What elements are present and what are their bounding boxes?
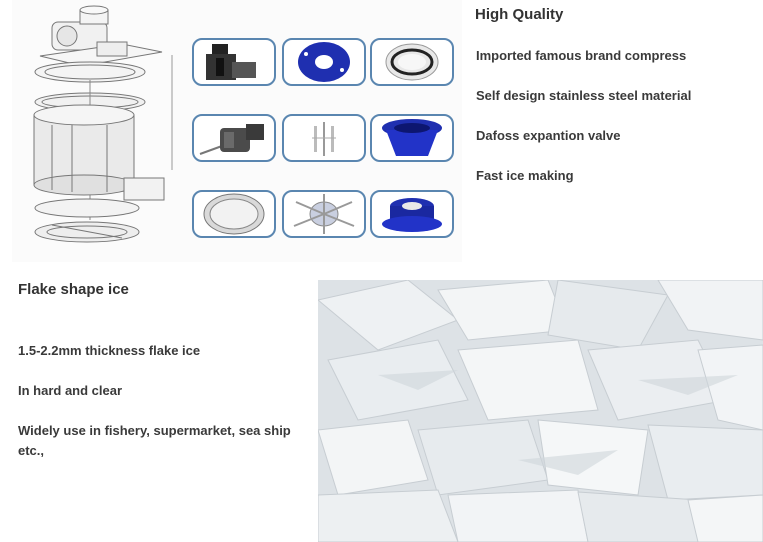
spoke-wheel-thumbnail — [282, 190, 366, 238]
exploded-machine-diagram — [33, 5, 173, 243]
feature-item-steel: Self design stainless steel material — [476, 88, 692, 103]
blue-flange-thumbnail — [282, 38, 366, 86]
feature-item-compressor: Imported famous brand compress — [476, 48, 687, 63]
flake-section-title: Flake shape ice — [18, 281, 129, 298]
flake-ice-photo — [318, 280, 763, 542]
features-title: High Quality — [475, 6, 564, 23]
scraper-blade-thumbnail — [282, 114, 366, 162]
flake-usage-text: Widely use in fishery, supermarket, sea … — [18, 423, 291, 458]
steel-ring-thumbnail — [192, 190, 276, 238]
blue-base-thumbnail — [370, 190, 454, 238]
feature-item-valve: Dafoss expantion valve — [476, 128, 621, 143]
flake-hardness-text: In hard and clear — [18, 383, 123, 398]
machine-diagram-panel — [12, 0, 462, 262]
blue-housing-thumbnail — [370, 114, 454, 162]
flake-thickness-text: 1.5-2.2mm thickness flake ice — [18, 343, 201, 358]
seal-ring-thumbnail — [370, 38, 454, 86]
feature-item-fast-ice: Fast ice making — [476, 168, 574, 183]
compressor-thumbnail — [192, 38, 276, 86]
gear-motor-thumbnail — [192, 114, 276, 162]
